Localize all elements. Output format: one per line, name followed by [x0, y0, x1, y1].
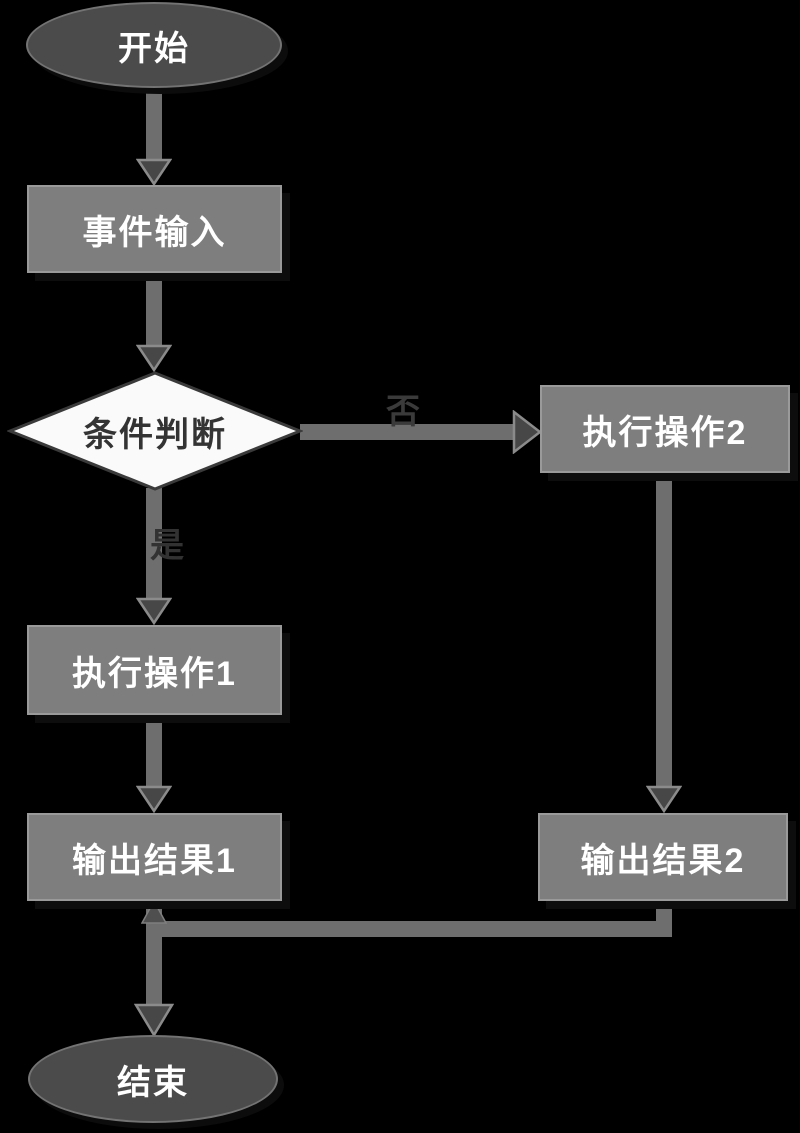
arrowhead-down-icon: [645, 785, 683, 814]
node-start-label: 开始: [118, 29, 190, 68]
node-execute-op2-label: 执行操作2: [582, 413, 748, 452]
edge-op1-to-out1: [146, 715, 162, 787]
arrowhead-down-icon: [135, 344, 173, 373]
node-end: 结束: [28, 1035, 278, 1123]
arrowhead-down-icon: [133, 1003, 175, 1038]
edge-out2-to-out1-horizontal: [148, 921, 672, 937]
arrowhead-right-icon: [512, 409, 543, 455]
edge-decision-to-op1: [146, 488, 162, 598]
node-output-result1-label: 输出结果1: [72, 841, 237, 880]
edge-op2-to-out2: [656, 471, 672, 787]
node-start: 开始: [26, 2, 282, 88]
arrowhead-down-icon: [135, 597, 173, 626]
edge-label-yes: 是: [150, 527, 184, 565]
node-condition-decision-label: 条件判断: [83, 415, 227, 454]
node-execute-op1-label: 执行操作1: [72, 654, 237, 693]
edge-decision-to-op2: [300, 424, 516, 440]
edge-start-to-input: [146, 86, 162, 162]
arrowhead-down-icon: [135, 158, 173, 187]
node-event-input: 事件输入: [27, 185, 282, 273]
node-condition-decision: 条件判断: [5, 371, 305, 491]
node-execute-op1: 执行操作1: [27, 625, 282, 715]
edge-label-no: 否: [386, 393, 420, 431]
node-output-result1: 输出结果1: [27, 813, 282, 901]
node-end-label: 结束: [117, 1063, 189, 1102]
node-output-result2-label: 输出结果2: [580, 841, 746, 880]
arrowhead-down-icon: [135, 785, 173, 814]
node-output-result2: 输出结果2: [538, 813, 788, 901]
arrowhead-up-icon: [140, 899, 168, 924]
node-execute-op2: 执行操作2: [540, 385, 790, 473]
edge-input-to-decision: [146, 271, 162, 347]
node-event-input-label: 事件输入: [82, 213, 227, 252]
diamond-shape: [5, 371, 305, 491]
